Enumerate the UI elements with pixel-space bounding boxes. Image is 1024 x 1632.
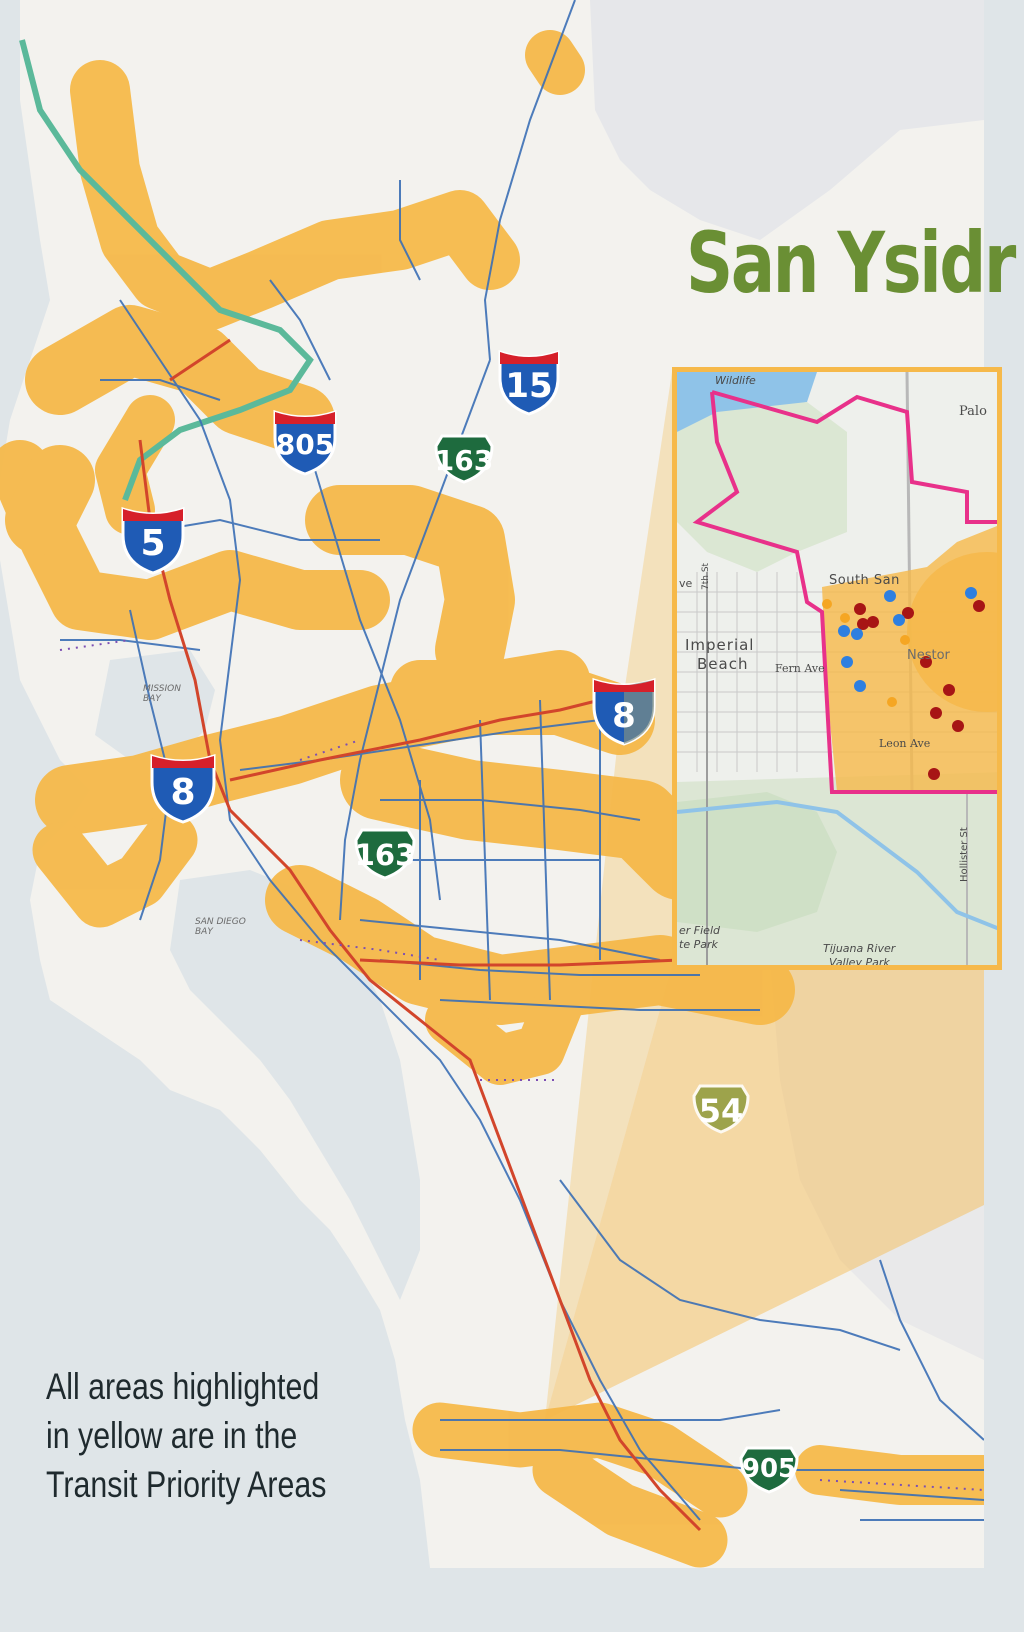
caption-line-1: All areas highlighted <box>46 1366 320 1407</box>
state-route-54-shield: 54 <box>690 1082 752 1134</box>
inset-base <box>677 372 997 965</box>
state-route-905-shield: 905 <box>737 1444 801 1494</box>
caption-line-3: Transit Priority Areas <box>46 1464 327 1505</box>
caption-line-2: in yellow are in the <box>46 1415 298 1456</box>
interstate-5-shield: 5 <box>119 505 187 575</box>
transit-priority-caption: All areas highlighted in yellow are in t… <box>46 1362 341 1509</box>
state-route-163-north-shield: 163 <box>432 432 496 484</box>
interstate-8-east-shield: 8 <box>590 676 658 746</box>
san-ysidro-inset-map[interactable]: Wildlife Palo South San Imperial Beach F… <box>672 367 1002 970</box>
page-title: San Ysidr <box>686 214 1016 312</box>
interstate-8-west-shield: 8 <box>148 752 218 824</box>
interstate-15-shield: 15 <box>496 348 562 416</box>
state-route-163-south-shield: 163 <box>352 826 418 880</box>
interstate-805-shield: 805 <box>271 408 339 476</box>
